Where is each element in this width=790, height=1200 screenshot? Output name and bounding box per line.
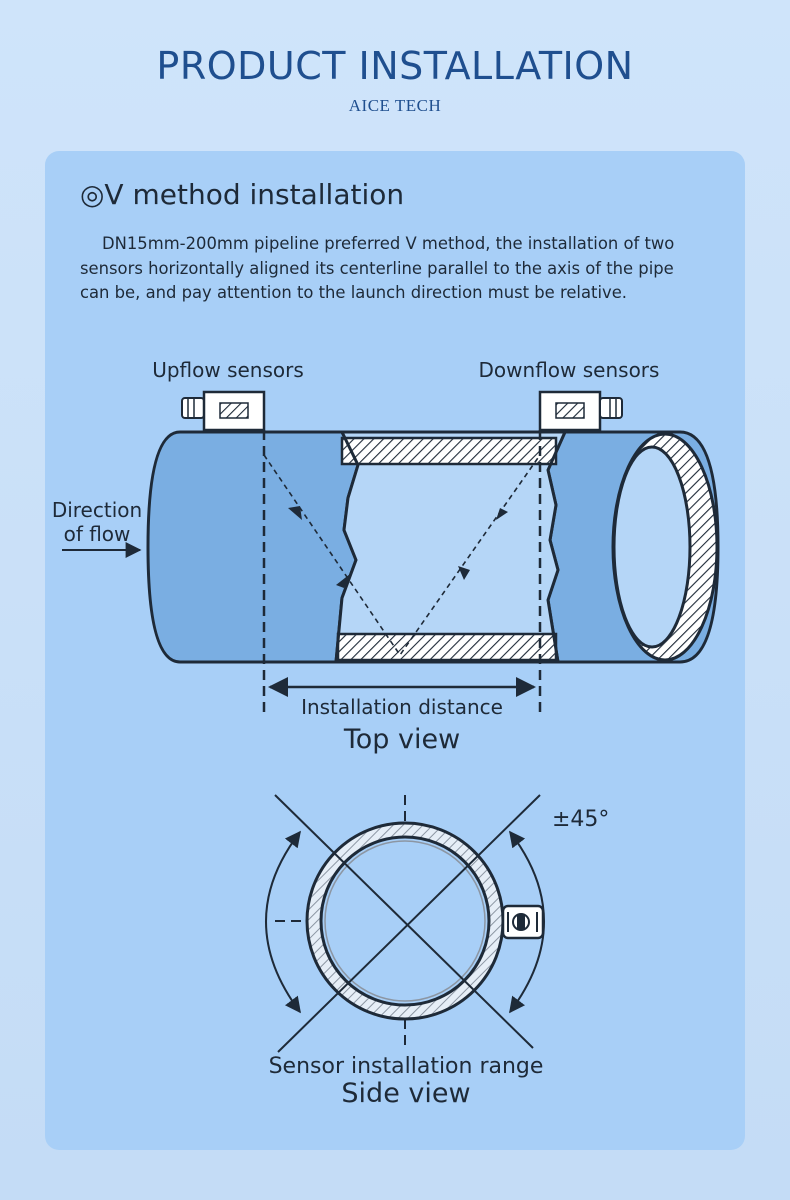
installation-distance-label: Installation distance	[301, 695, 503, 719]
upflow-sensors-label: Upflow sensors	[152, 358, 304, 382]
downflow-sensor	[538, 390, 623, 432]
sensor-installation-range-label: Sensor installation range	[269, 1054, 544, 1079]
pipe-cutaway-interior	[336, 432, 565, 662]
downflow-sensors-label: Downflow sensors	[479, 358, 660, 382]
right-range-arc	[509, 830, 545, 1014]
side-view-label: Side view	[341, 1078, 470, 1109]
section-description: DN15mm-200mm pipeline preferred V method…	[80, 234, 675, 302]
flow-direction-label-line2: of flow	[64, 522, 131, 546]
top-view-diagram: Upflow sensors Downflow sensors Directio…	[52, 358, 720, 755]
pipe-wall-top	[340, 436, 558, 466]
page-title: PRODUCT INSTALLATION	[156, 44, 634, 88]
angle-label: ±45°	[552, 807, 609, 832]
pipe-end-inner	[612, 445, 692, 649]
left-range-arc	[265, 830, 301, 1014]
pipe-wall-bottom	[336, 632, 558, 662]
section-title: ◎V method installation	[80, 178, 405, 211]
top-view-label: Top view	[343, 724, 460, 755]
flow-direction-label-line1: Direction	[52, 498, 142, 522]
side-sensor	[501, 904, 545, 940]
side-view-diagram: ±45° Sensor installation range Side view	[265, 794, 609, 1109]
brand-subtitle: AICE TECH	[348, 96, 442, 115]
upflow-sensor	[181, 390, 266, 432]
